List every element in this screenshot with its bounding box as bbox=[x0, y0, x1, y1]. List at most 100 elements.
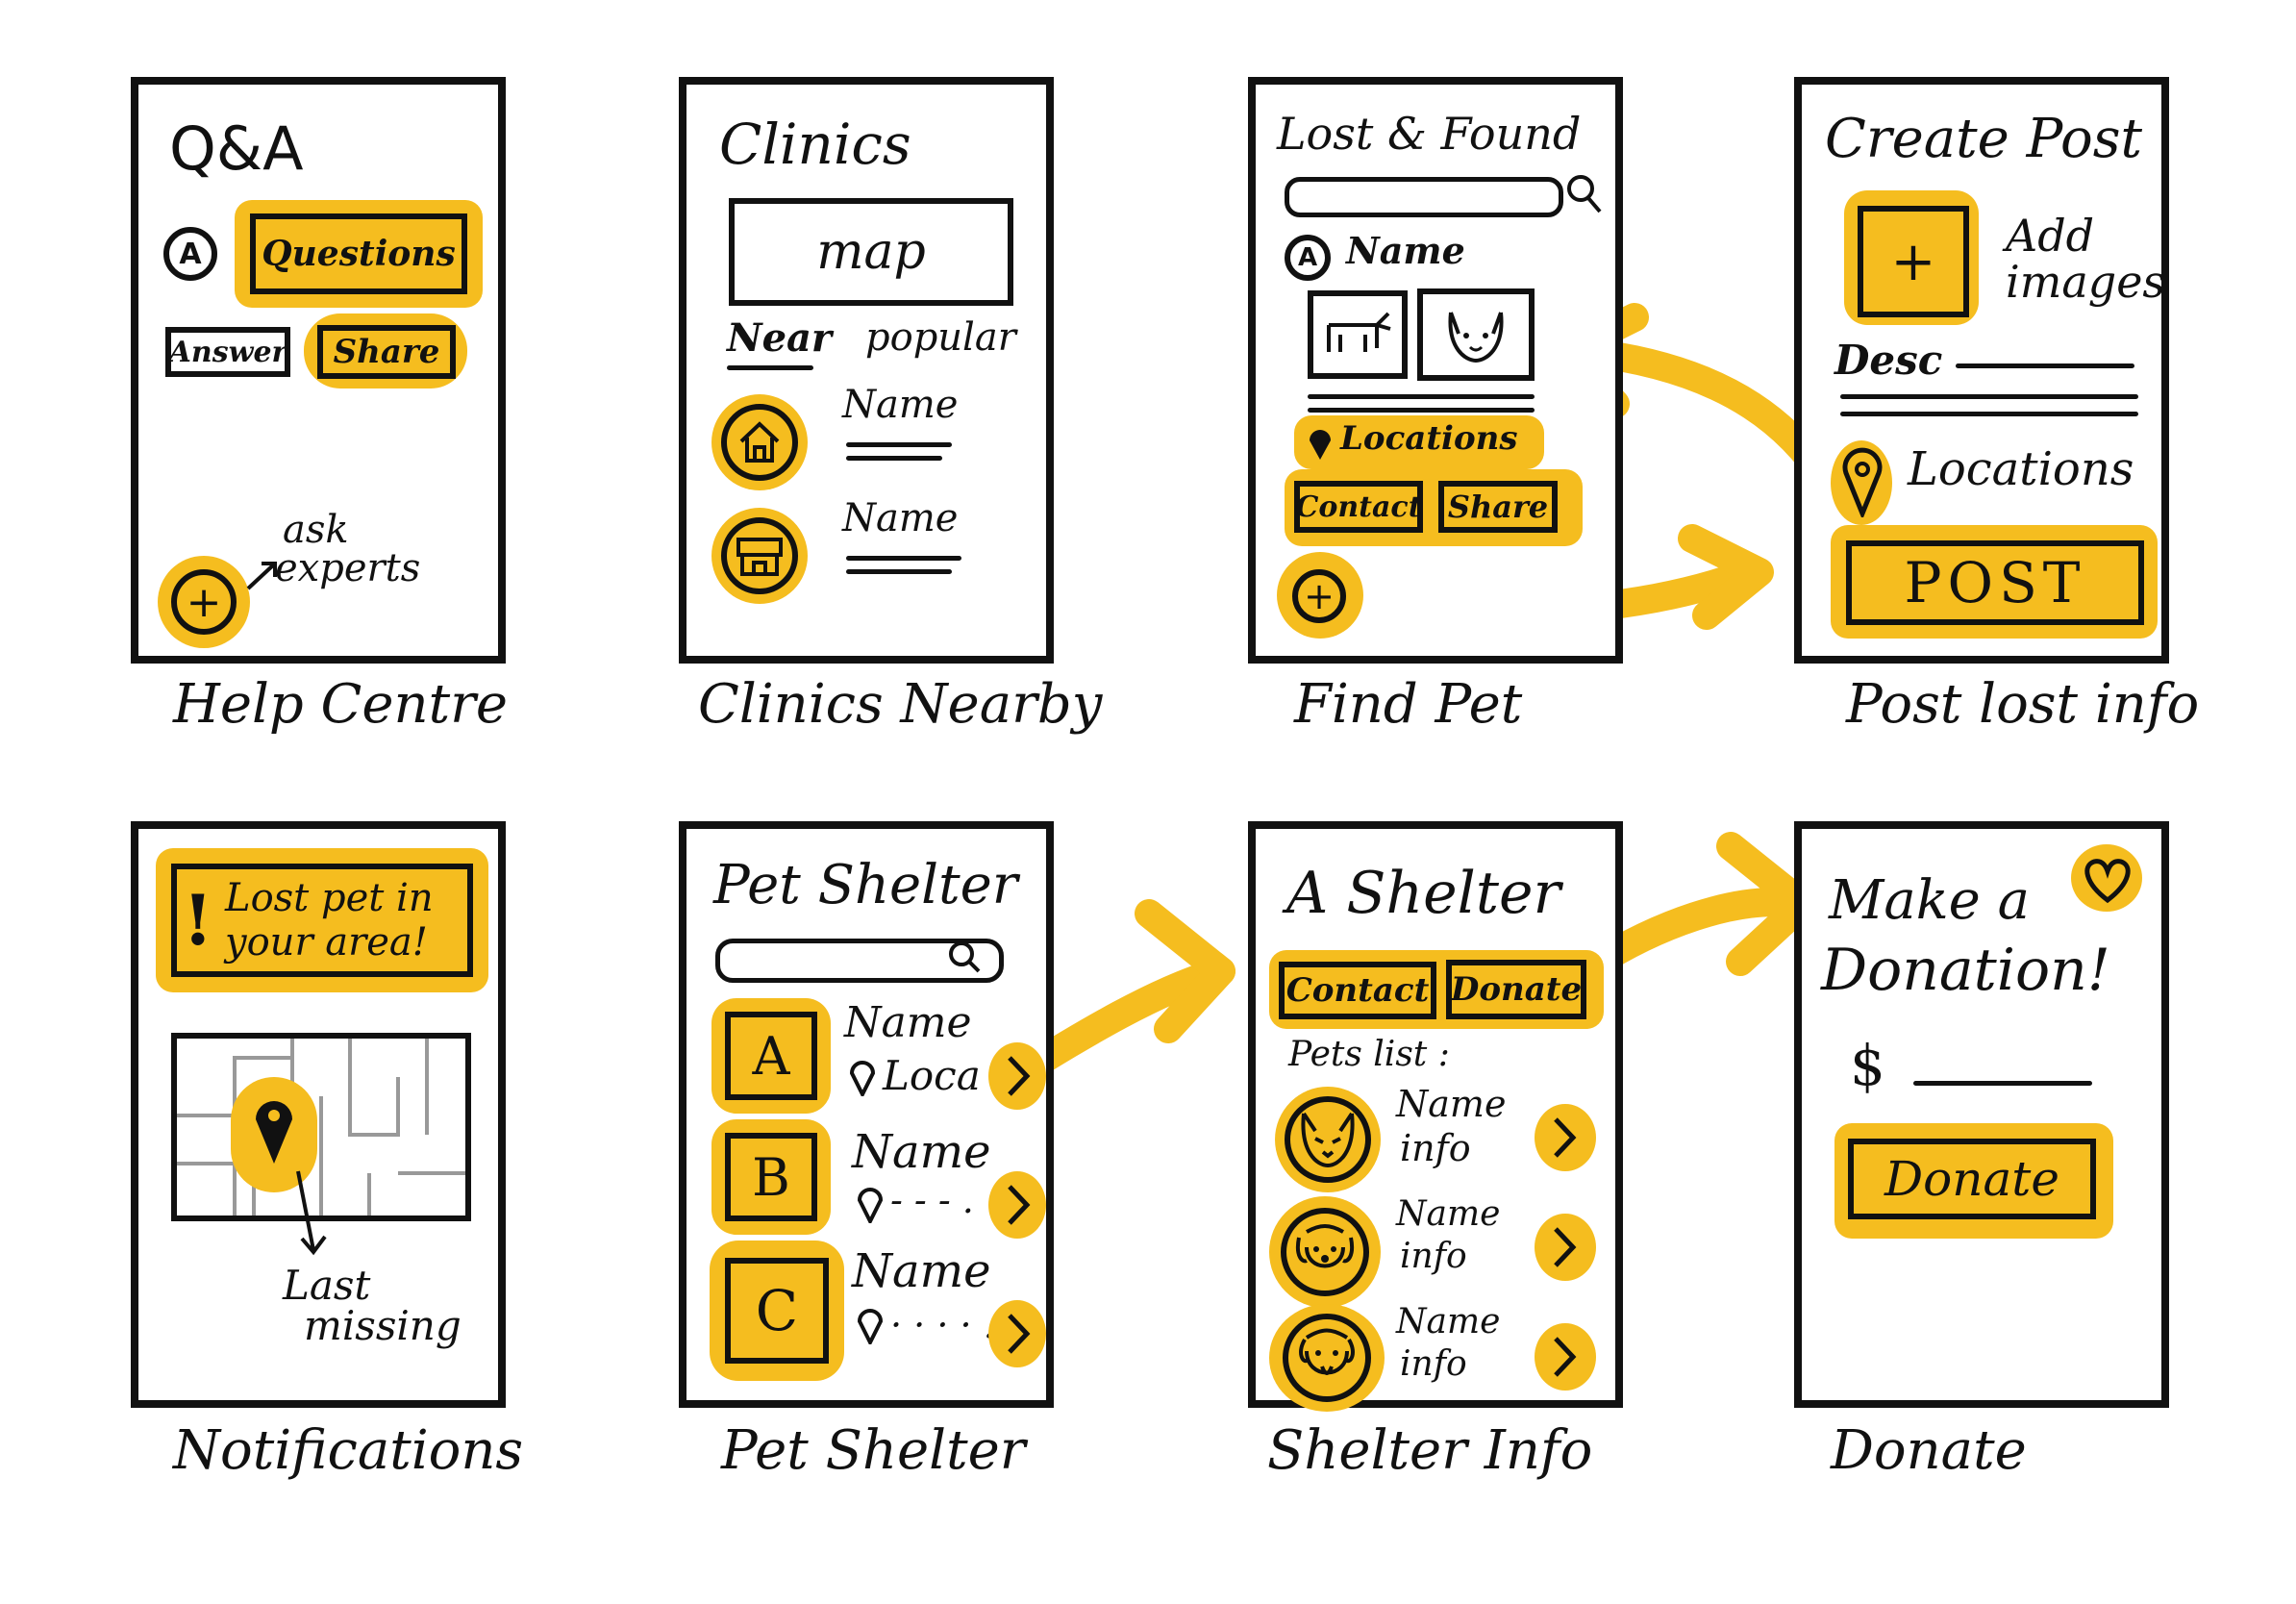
caption-help-centre: Help Centre bbox=[173, 673, 509, 736]
shelter-name[interactable]: Name bbox=[844, 998, 972, 1047]
search-icon[interactable] bbox=[1565, 173, 1604, 215]
caption-notifications: Notifications bbox=[173, 1419, 524, 1482]
caption-shelter-info: Shelter Info bbox=[1267, 1419, 1593, 1482]
donate-button[interactable]: Donate bbox=[1848, 1139, 2096, 1219]
donate-screen: Make a Donation! $ Donate bbox=[1794, 821, 2169, 1408]
page-title: Clinics bbox=[719, 112, 911, 177]
caption-find-pet: Find Pet bbox=[1294, 673, 1523, 736]
answer-button[interactable]: Answer bbox=[165, 327, 290, 377]
avatar: A bbox=[163, 227, 217, 281]
heart-icon bbox=[2084, 859, 2131, 904]
tab-popular[interactable]: popular bbox=[865, 315, 1016, 360]
last-label: Last bbox=[283, 1262, 371, 1309]
shelter-location: - - - . bbox=[890, 1179, 974, 1221]
arrow-icon bbox=[296, 1170, 327, 1256]
plus-icon: + bbox=[1304, 575, 1335, 617]
avatar: A bbox=[1285, 235, 1331, 281]
location-pin-icon bbox=[857, 1309, 884, 1344]
chevron-right-icon[interactable] bbox=[1004, 1181, 1033, 1229]
page-title: A Shelter bbox=[1286, 860, 1561, 927]
share-button[interactable]: Share bbox=[1438, 481, 1558, 533]
location-pin-icon bbox=[1842, 447, 1883, 517]
locations-label: Locations bbox=[1908, 442, 2134, 496]
pet-name[interactable]: Name bbox=[1396, 1194, 1501, 1234]
shelter-b-thumbnail[interactable]: B bbox=[725, 1133, 817, 1221]
tab-near[interactable]: Near bbox=[727, 315, 833, 361]
dog-icon bbox=[1281, 1208, 1369, 1296]
chevron-right-icon[interactable] bbox=[1004, 1310, 1033, 1358]
location-pin-icon bbox=[1310, 430, 1331, 460]
experts-label: experts bbox=[275, 546, 421, 590]
desc-input[interactable] bbox=[1956, 363, 2134, 368]
clinics-screen: Clinics map Near popular Name Name bbox=[679, 77, 1054, 664]
caption-donate: Donate bbox=[1831, 1419, 2027, 1482]
pet-info: info bbox=[1400, 1237, 1467, 1276]
add-label: Add bbox=[2006, 210, 2095, 262]
house-icon bbox=[721, 404, 798, 481]
clinic-name[interactable]: Name bbox=[842, 496, 959, 540]
clinic-name[interactable]: Name bbox=[842, 383, 959, 427]
notifications-screen: Lost pet in your area! ! Last missing bbox=[131, 821, 506, 1408]
donation-amount-input[interactable] bbox=[1913, 1081, 2092, 1086]
chevron-right-icon[interactable] bbox=[1550, 1223, 1579, 1271]
images-label: images bbox=[2006, 256, 2166, 308]
location-pin-icon bbox=[256, 1101, 292, 1164]
shelter-name[interactable]: Name bbox=[852, 1244, 991, 1298]
donate-button[interactable]: Donate bbox=[1446, 960, 1586, 1019]
add-images-button[interactable]: + bbox=[1858, 206, 1969, 317]
shelter-info-screen: A Shelter Contact Donate Pets list : Nam… bbox=[1248, 821, 1623, 1412]
pet-name[interactable]: Name bbox=[1396, 1302, 1501, 1341]
caption-clinics-nearby: Clinics Nearby bbox=[698, 673, 1103, 736]
share-button[interactable]: Share bbox=[317, 325, 456, 379]
shelter-location: · · · · . bbox=[890, 1304, 995, 1346]
add-post-button[interactable]: + bbox=[1292, 569, 1346, 623]
page-title-line2: Donation! bbox=[1821, 937, 2110, 1004]
find-pet-screen: Lost & Found A Name Locations Contact Sh… bbox=[1248, 77, 1623, 664]
location-pin-icon bbox=[849, 1061, 876, 1096]
page-title: Pet Shelter bbox=[713, 854, 1018, 916]
location-pin-icon bbox=[857, 1188, 884, 1223]
desc-label: Desc bbox=[1834, 337, 1943, 384]
pet-info: info bbox=[1400, 1344, 1467, 1384]
page-title: Make a bbox=[1829, 869, 2030, 932]
map-view[interactable]: map bbox=[729, 198, 1013, 306]
search-input[interactable] bbox=[715, 939, 1004, 983]
shelter-a-thumbnail[interactable]: A bbox=[725, 1012, 817, 1100]
question-bubble[interactable]: Questions bbox=[250, 213, 467, 294]
post-lost-info-screen: Create Post + Add images Desc Locations … bbox=[1794, 77, 2169, 664]
plus-icon: + bbox=[186, 577, 222, 627]
shelter-c-thumbnail[interactable]: C bbox=[725, 1258, 829, 1364]
page-title: Lost & Found bbox=[1277, 108, 1582, 160]
shelter-location: Loca bbox=[883, 1052, 981, 1099]
arrow-icon bbox=[246, 562, 277, 590]
contact-button[interactable]: Contact bbox=[1294, 481, 1423, 533]
locations-label: Locations bbox=[1340, 419, 1518, 458]
shelter-name[interactable]: Name bbox=[852, 1125, 991, 1179]
currency-symbol: $ bbox=[1850, 1033, 1885, 1098]
chevron-right-icon[interactable] bbox=[1550, 1114, 1579, 1162]
caption-pet-shelter: Pet Shelter bbox=[721, 1419, 1026, 1482]
search-icon[interactable] bbox=[944, 937, 983, 975]
clinic-icon bbox=[721, 517, 798, 594]
cat-icon bbox=[1285, 1096, 1371, 1183]
page-title: Create Post bbox=[1825, 108, 2142, 170]
chevron-right-icon[interactable] bbox=[1550, 1333, 1579, 1381]
pet-photo-cat[interactable] bbox=[1417, 288, 1535, 381]
pet-info: info bbox=[1400, 1127, 1471, 1169]
contact-button[interactable]: Contact bbox=[1279, 962, 1436, 1019]
search-input[interactable] bbox=[1285, 177, 1563, 217]
pet-photo-dog[interactable] bbox=[1308, 290, 1408, 379]
help-centre-screen: Q&A A Questions Answer Share + ask exper… bbox=[131, 77, 506, 664]
puppy-icon bbox=[1283, 1314, 1371, 1402]
pet-shelter-screen: Pet Shelter A Name Loca B Name - - - . C… bbox=[679, 821, 1054, 1408]
ask-label: ask bbox=[283, 508, 349, 552]
exclamation-icon: ! bbox=[183, 879, 213, 961]
lost-pet-alert[interactable]: Lost pet in your area! bbox=[171, 864, 473, 977]
pet-name[interactable]: Name bbox=[1396, 1083, 1507, 1125]
pets-list-label: Pets list : bbox=[1288, 1035, 1450, 1074]
pet-name: Name bbox=[1346, 229, 1465, 272]
chevron-right-icon[interactable] bbox=[1004, 1052, 1033, 1100]
post-button[interactable]: POST bbox=[1846, 540, 2144, 625]
add-question-button[interactable]: + bbox=[171, 569, 237, 635]
